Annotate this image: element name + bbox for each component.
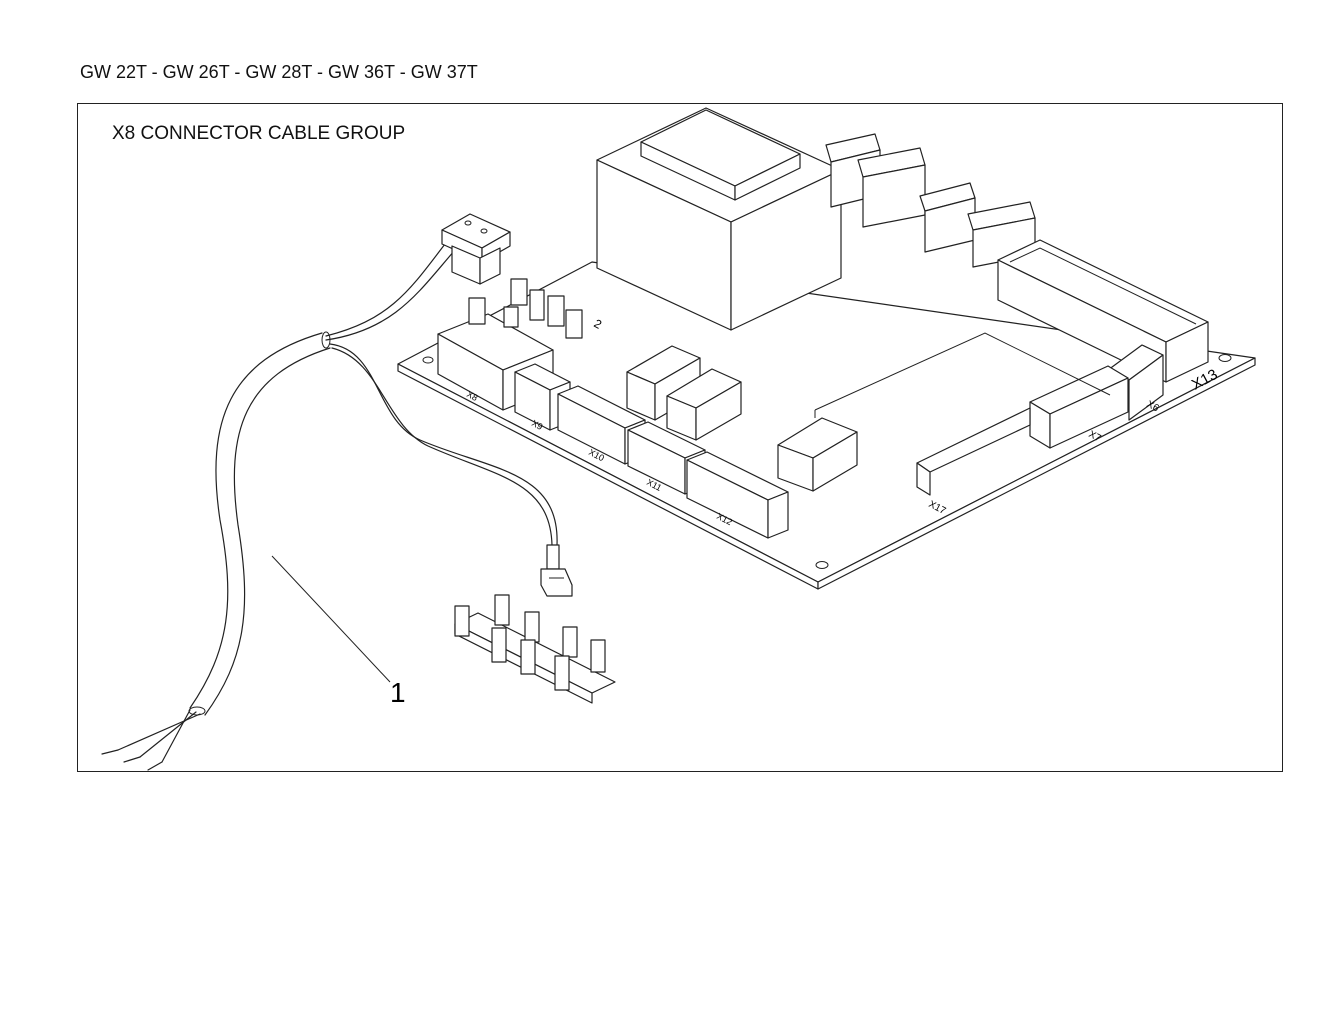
transformer xyxy=(596,107,842,331)
cable-wires xyxy=(117,243,558,763)
connector-x12 xyxy=(686,451,789,539)
connector-x17 xyxy=(916,407,1031,496)
relay xyxy=(777,417,858,492)
diagram-title: X8 CONNECTOR CABLE GROUP xyxy=(112,123,406,144)
plug-connector xyxy=(441,213,511,285)
label-x8: X8 xyxy=(465,389,479,403)
wire-tips xyxy=(101,749,163,771)
models-header: GW 22T - GW 26T - GW 28T - GW 36T - GW 3… xyxy=(80,62,478,82)
diagram-frame xyxy=(77,103,1283,772)
callout-1: 1 xyxy=(390,677,406,708)
board-spade-terminals xyxy=(468,278,583,339)
relay xyxy=(666,368,742,441)
cable-sheath xyxy=(188,331,331,716)
spade-connector xyxy=(540,544,573,597)
chip-area xyxy=(814,332,1111,418)
terminal-bracket xyxy=(454,594,616,704)
mounting-hole xyxy=(815,561,829,569)
label-x7: X7 xyxy=(1087,429,1103,445)
connector-right-long xyxy=(997,239,1209,383)
connector-x7 xyxy=(1029,365,1129,449)
mounting-hole xyxy=(422,356,434,364)
label-x6: X6 xyxy=(1145,399,1161,415)
relay xyxy=(626,345,701,421)
label-x9: X9 xyxy=(530,418,544,432)
callout-leader xyxy=(271,555,391,683)
connector-top-row xyxy=(825,133,1036,268)
mounting-hole xyxy=(1218,354,1232,362)
